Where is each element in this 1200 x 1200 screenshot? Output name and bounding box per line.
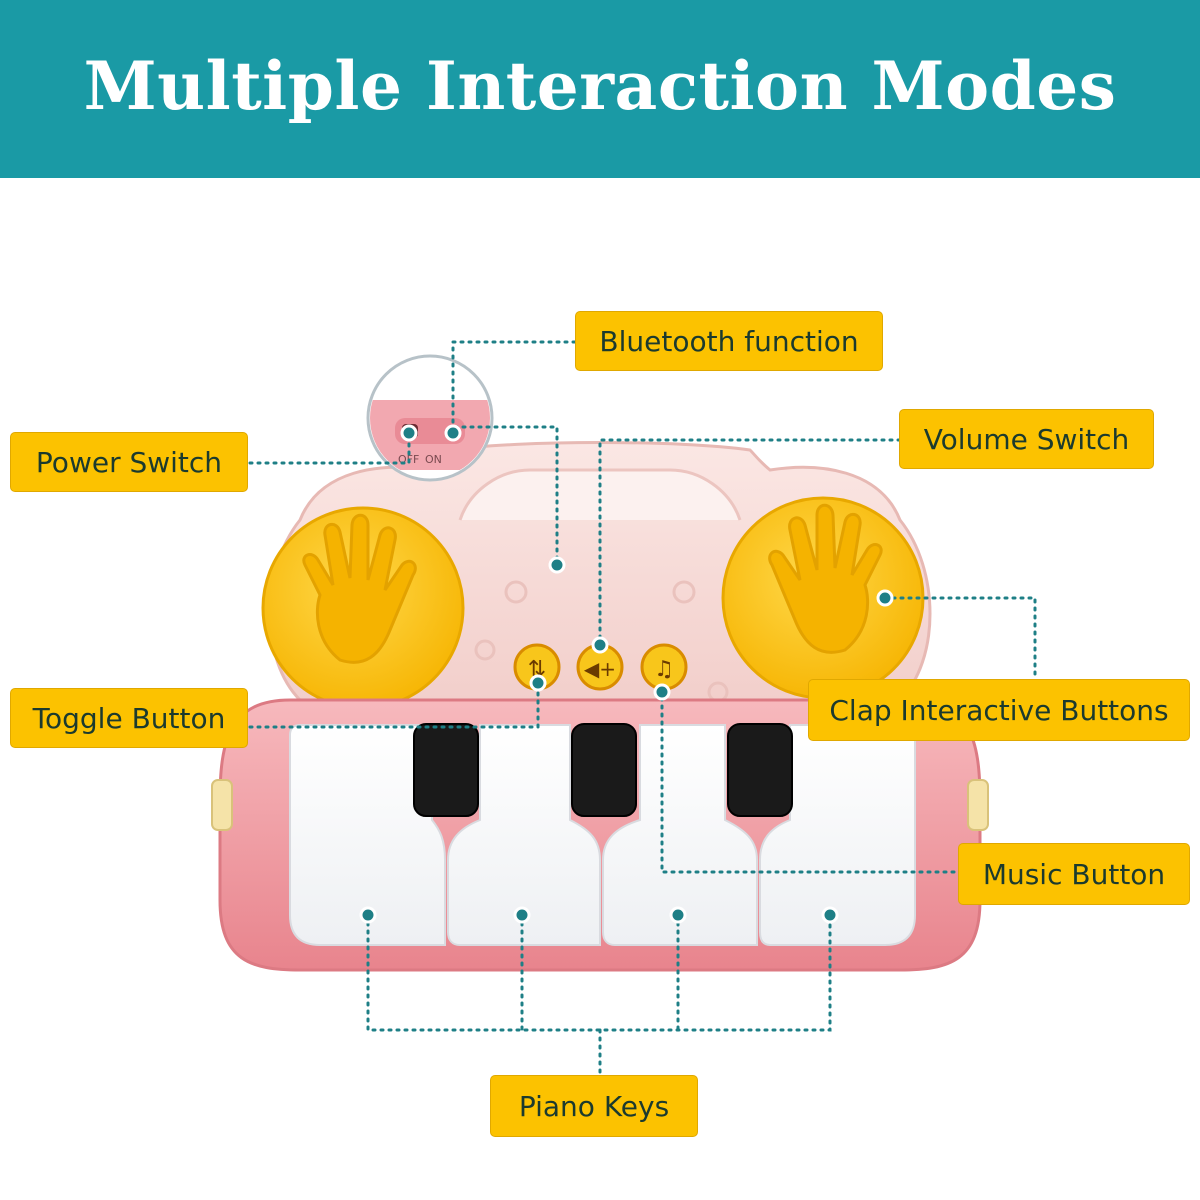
- volume-icon: ◀+: [584, 657, 616, 681]
- music-note-icon: ♫: [654, 657, 674, 682]
- label-bluetooth-function: Bluetooth function: [575, 311, 883, 371]
- hand-print-icon: [302, 513, 417, 664]
- white-key-2: [447, 724, 601, 946]
- hand-print-icon: [768, 503, 883, 654]
- label-piano-keys: Piano Keys: [490, 1075, 698, 1137]
- label-music-button: Music Button: [958, 843, 1190, 905]
- volume-button[interactable]: ◀+: [576, 643, 624, 691]
- music-button[interactable]: ♫: [640, 643, 688, 691]
- clap-pad-left[interactable]: [261, 506, 465, 710]
- white-key-1: [289, 724, 446, 946]
- header-banner: Multiple Interaction Modes: [0, 0, 1200, 178]
- clap-pad-right[interactable]: [721, 496, 925, 700]
- black-keys[interactable]: [413, 723, 793, 817]
- label-power-switch: Power Switch: [10, 432, 248, 492]
- black-key-1: [413, 723, 479, 817]
- black-key-2: [571, 723, 637, 817]
- label-toggle-button: Toggle Button: [10, 688, 248, 748]
- white-key-3: [602, 724, 758, 946]
- label-clap-interactive-buttons: Clap Interactive Buttons: [808, 679, 1190, 741]
- leader-lines: [246, 340, 1037, 1077]
- label-volume-switch: Volume Switch: [899, 409, 1154, 469]
- switch-on-text: ON: [425, 453, 442, 466]
- power-switch-zoom: OFF ON: [366, 354, 494, 482]
- pointer-dots: [359, 424, 894, 924]
- black-key-3: [727, 723, 793, 817]
- page-title: Multiple Interaction Modes: [83, 47, 1117, 125]
